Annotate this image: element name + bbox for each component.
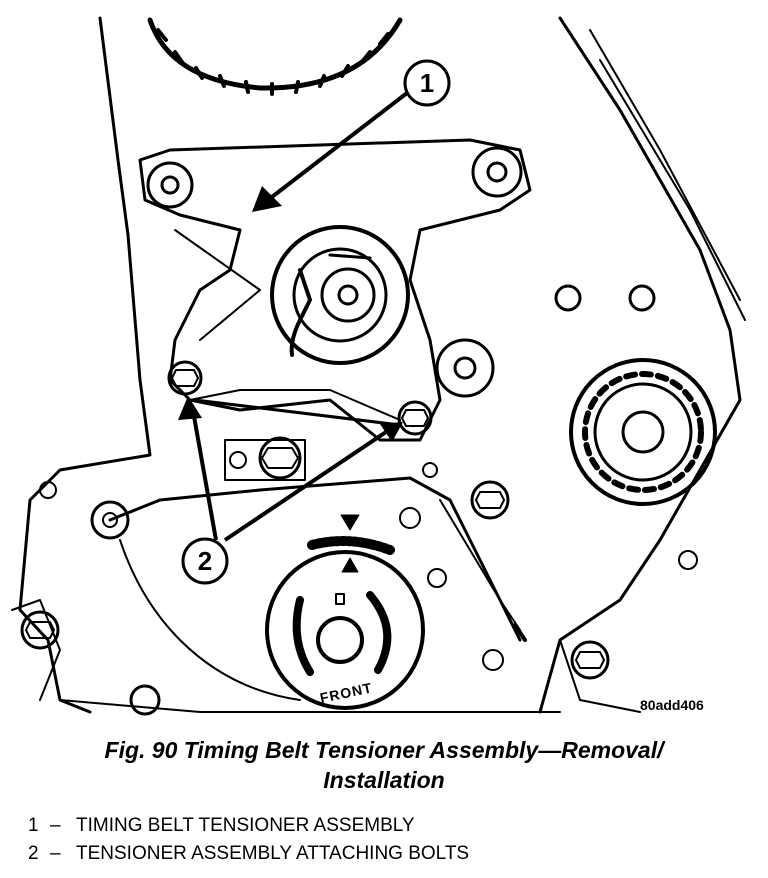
attaching-bolt-right-hex bbox=[401, 409, 429, 427]
bolt-left-1-inner bbox=[102, 512, 118, 528]
bolt-left-2-hex bbox=[25, 621, 55, 639]
legend-number: 2 bbox=[28, 843, 39, 864]
tensioner-pulley-center bbox=[337, 284, 359, 306]
pointer-mark-bottom bbox=[341, 557, 359, 573]
bolt-small-2 bbox=[422, 462, 438, 478]
bolt-left-3 bbox=[39, 481, 57, 499]
bracket-hole-left-inner bbox=[160, 175, 180, 195]
legend-dash: – bbox=[50, 843, 61, 864]
bolt-bottom-right bbox=[570, 640, 610, 680]
legend-dash: – bbox=[50, 815, 61, 836]
wire-end bbox=[513, 623, 527, 642]
bolt-mid-low bbox=[399, 507, 421, 529]
legend-label: TENSIONER ASSEMBLY ATTACHING BOLTS bbox=[76, 843, 470, 864]
left-lower-panel bbox=[11, 599, 61, 701]
pointer-mark-top bbox=[340, 514, 360, 531]
lower-pulley-slot-right bbox=[366, 591, 392, 674]
tensioner-pulley-hub bbox=[320, 267, 376, 323]
crank-sprocket-hub bbox=[621, 410, 665, 454]
bolt-far-right bbox=[678, 550, 698, 570]
bracket-hole-mid-right-inner bbox=[453, 356, 477, 380]
front-label: FRONT bbox=[318, 679, 373, 706]
bolt-center bbox=[258, 436, 302, 480]
bracket-inner bbox=[174, 229, 261, 341]
attaching-bolt-right bbox=[397, 400, 433, 436]
tensioner-bracket bbox=[138, 138, 532, 442]
callout-2-arrowhead-left bbox=[178, 396, 202, 420]
callout-2-number: 2 bbox=[198, 546, 212, 576]
figure-code: 80add406 bbox=[640, 697, 704, 713]
bracket-hole-right-inner bbox=[486, 161, 508, 183]
caption-line-2: Installation bbox=[323, 767, 445, 793]
timing-scale bbox=[307, 536, 395, 555]
bolt-left-2 bbox=[20, 610, 60, 650]
cam-sprocket-teeth bbox=[156, 28, 390, 96]
callout-2-arrowhead-right bbox=[380, 422, 403, 442]
callout-2: 2 bbox=[178, 396, 403, 585]
crank-sprocket-teeth bbox=[582, 371, 704, 493]
bottom-edge bbox=[59, 699, 561, 713]
legend-item: 1 – TIMING BELT TENSIONER ASSEMBLY bbox=[28, 812, 469, 840]
tensioner-slot bbox=[328, 253, 372, 260]
bracket-rib bbox=[189, 389, 401, 421]
wire-route bbox=[439, 499, 521, 631]
lower-pulley-hub bbox=[316, 616, 364, 664]
legend-label: TIMING BELT TENSIONER ASSEMBLY bbox=[76, 815, 415, 836]
hole-right-1 bbox=[554, 284, 582, 312]
tensioner-pulley bbox=[270, 225, 410, 365]
lower-pulley-slot-left bbox=[292, 596, 314, 676]
bolt-bottom-left bbox=[129, 684, 161, 716]
crank-sprocket bbox=[569, 358, 717, 506]
attaching-bolt-left-hex bbox=[171, 369, 199, 387]
legend-number: 1 bbox=[28, 815, 39, 836]
right-lower-edge bbox=[559, 639, 641, 713]
engine-diagram: 1 2 FRONT 80add406 bbox=[11, 16, 746, 716]
attaching-bolt-left bbox=[167, 360, 203, 396]
legend: 1 – TIMING BELT TENSIONER ASSEMBLY 2 – T… bbox=[28, 812, 469, 868]
bracket-hole-right bbox=[471, 146, 523, 198]
bolt-bottom-right-hex bbox=[575, 651, 605, 669]
crank-sprocket-root bbox=[593, 382, 693, 482]
legend-item: 2 – TENSIONER ASSEMBLY ATTACHING BOLTS bbox=[28, 840, 469, 868]
bolt-small-1 bbox=[229, 451, 247, 469]
bolt-lower-right-hex bbox=[475, 491, 505, 509]
hole-right-2 bbox=[628, 284, 656, 312]
caption-line-1: Fig. 90 Timing Belt Tensioner Assembly—R… bbox=[104, 737, 664, 763]
tensioner-spring bbox=[289, 268, 312, 357]
callout-1: 1 bbox=[252, 59, 451, 212]
bracket-hole-left bbox=[146, 161, 194, 209]
cover-edge bbox=[589, 29, 741, 301]
tensioner-pulley-ring bbox=[292, 247, 388, 343]
bracket-hole-mid-right bbox=[435, 338, 495, 398]
cover-edge-2 bbox=[599, 59, 746, 321]
bolt-left-1 bbox=[90, 500, 130, 540]
block-outline-left bbox=[18, 16, 152, 714]
figure-caption: Fig. 90 Timing Belt Tensioner Assembly—R… bbox=[0, 735, 768, 795]
lower-pulley bbox=[265, 550, 425, 710]
callout-1-number: 1 bbox=[420, 68, 434, 98]
lower-housing-inner bbox=[119, 539, 301, 701]
bolt-lower-right bbox=[470, 480, 510, 520]
lower-pulley-key bbox=[335, 593, 345, 605]
cam-sprocket bbox=[147, 17, 403, 91]
callout-1-arrowhead bbox=[252, 186, 282, 212]
bolt-right-low bbox=[427, 568, 447, 588]
block-outline-right bbox=[538, 16, 742, 714]
bolt-center-hex bbox=[261, 447, 299, 469]
bolt-right-low-2 bbox=[482, 649, 504, 671]
bolt-center-bracket bbox=[224, 439, 306, 481]
